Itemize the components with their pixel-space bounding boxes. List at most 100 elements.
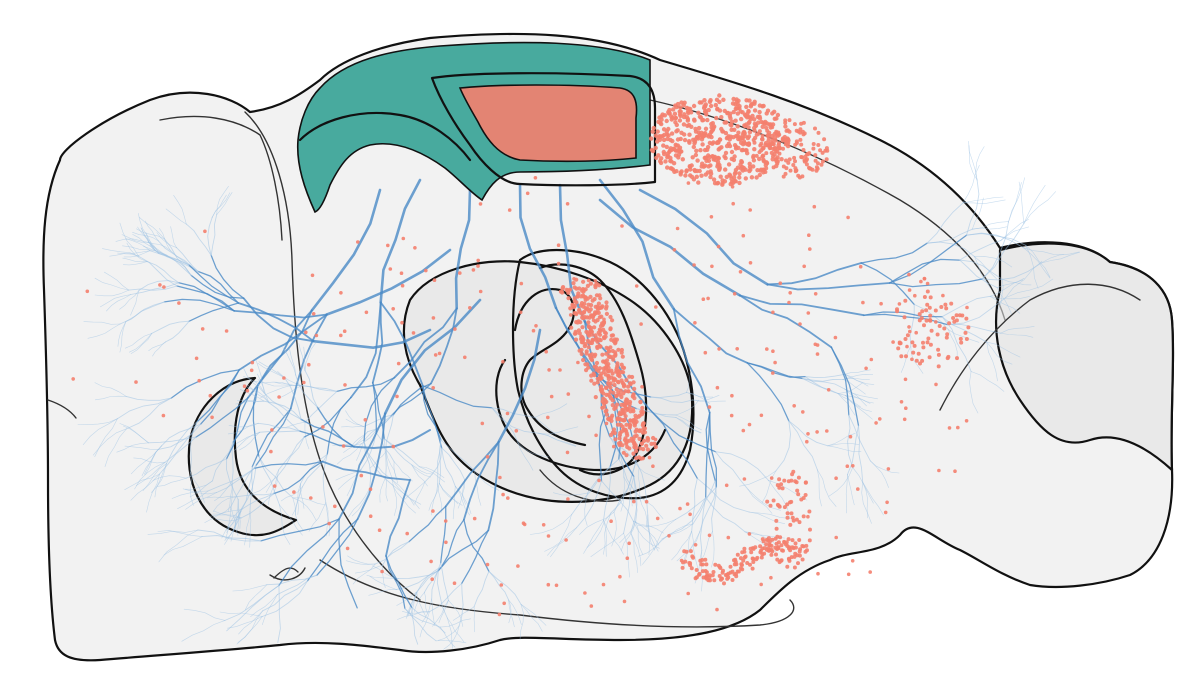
terminal-dot	[162, 285, 166, 289]
axon-branch	[176, 285, 235, 312]
terminal-dot	[546, 582, 551, 587]
terminal-dot	[786, 160, 791, 165]
terminal-dot	[314, 333, 319, 338]
terminal-dot	[453, 327, 457, 331]
axon-branch	[301, 453, 328, 488]
terminal-dot	[596, 310, 601, 315]
terminal-dot	[786, 537, 791, 542]
axon-branch	[225, 506, 232, 540]
terminal-dot	[597, 315, 602, 320]
axon-branch	[448, 599, 464, 627]
axon-branch	[258, 455, 294, 499]
axon-branch	[299, 483, 305, 509]
axon-branch	[282, 347, 297, 376]
terminal-dot	[754, 153, 759, 158]
terminal-dot	[616, 441, 622, 446]
axon-branch	[87, 323, 121, 339]
axon-branch	[240, 493, 275, 519]
axon-branch	[292, 486, 303, 516]
terminal-dot	[485, 455, 490, 459]
axon-branch	[828, 467, 854, 497]
axon-branch	[404, 481, 426, 500]
terminal-dot	[609, 418, 614, 423]
terminal-dot	[661, 127, 667, 132]
axon-branch	[128, 285, 178, 291]
terminal-dot	[608, 345, 613, 350]
axon-branch	[788, 420, 829, 447]
terminal-dot	[620, 224, 624, 228]
terminal-dot	[749, 550, 754, 555]
terminal-dot	[771, 498, 776, 503]
terminal-dot	[675, 137, 681, 142]
terminal-dot	[807, 538, 812, 543]
terminal-dot	[572, 299, 577, 304]
terminal-dot	[610, 318, 615, 323]
terminal-dot	[808, 527, 812, 532]
axon-branch	[232, 384, 259, 443]
terminal-dot	[519, 281, 524, 286]
terminal-dot	[724, 483, 729, 488]
terminal-dot	[639, 412, 645, 417]
terminal-dot	[609, 368, 614, 373]
terminal-dot	[689, 566, 694, 571]
terminal-dot	[632, 386, 637, 391]
terminal-dot	[858, 264, 863, 269]
terminal-dot	[790, 515, 795, 520]
axon-branch	[266, 574, 318, 586]
terminal-dot	[903, 298, 908, 303]
terminal-dot	[327, 521, 332, 526]
striatum-outline	[511, 249, 695, 500]
axon-branch	[354, 564, 383, 574]
terminal-dot	[816, 130, 821, 135]
terminal-dot	[717, 347, 721, 351]
axon-branch	[256, 309, 313, 387]
terminal-dot	[771, 165, 776, 170]
terminal-dot	[733, 106, 738, 112]
terminal-dot	[502, 601, 507, 606]
terminal-dot	[598, 296, 603, 301]
terminal-dot	[766, 548, 771, 553]
terminal-dot	[586, 330, 591, 335]
terminal-dot	[194, 356, 199, 361]
terminal-dot	[731, 157, 737, 163]
terminal-dot	[788, 500, 792, 505]
terminal-dot	[798, 137, 803, 142]
axon-branch	[1008, 182, 1022, 223]
terminal-dot	[682, 112, 687, 117]
terminal-dot	[775, 557, 780, 562]
terminal-dot	[777, 141, 781, 146]
axon-branch	[214, 481, 233, 502]
terminal-dot	[762, 551, 767, 556]
terminal-dot	[912, 343, 917, 348]
terminal-dot	[558, 368, 562, 372]
terminal-dot	[609, 432, 614, 437]
terminal-dot	[800, 544, 805, 548]
terminal-dot	[668, 137, 673, 143]
terminal-dot	[629, 436, 634, 441]
terminal-dot	[734, 571, 738, 576]
terminal-dot	[478, 289, 483, 294]
terminal-dot	[751, 560, 756, 564]
terminal-dot	[759, 119, 764, 125]
terminal-dot	[727, 172, 732, 177]
axon-branch	[1025, 245, 1051, 278]
terminal-dot	[807, 151, 812, 156]
terminal-dot	[965, 305, 969, 310]
axon-branch	[227, 422, 259, 435]
terminal-dot	[601, 404, 607, 409]
terminal-dot	[556, 261, 561, 266]
terminal-dot	[684, 115, 690, 120]
terminal-dot	[681, 122, 687, 127]
terminal-dot	[783, 124, 788, 129]
terminal-dot	[805, 439, 809, 444]
axon-branch	[189, 480, 213, 498]
axon-branch	[383, 438, 413, 466]
terminal-dot	[377, 528, 382, 532]
terminal-dot	[339, 333, 343, 338]
terminal-dot	[694, 168, 700, 174]
terminal-dot	[902, 417, 907, 422]
terminal-dot	[701, 133, 707, 139]
axon-branch	[675, 417, 702, 434]
axon-branch	[393, 461, 413, 482]
terminal-dot	[589, 356, 594, 362]
